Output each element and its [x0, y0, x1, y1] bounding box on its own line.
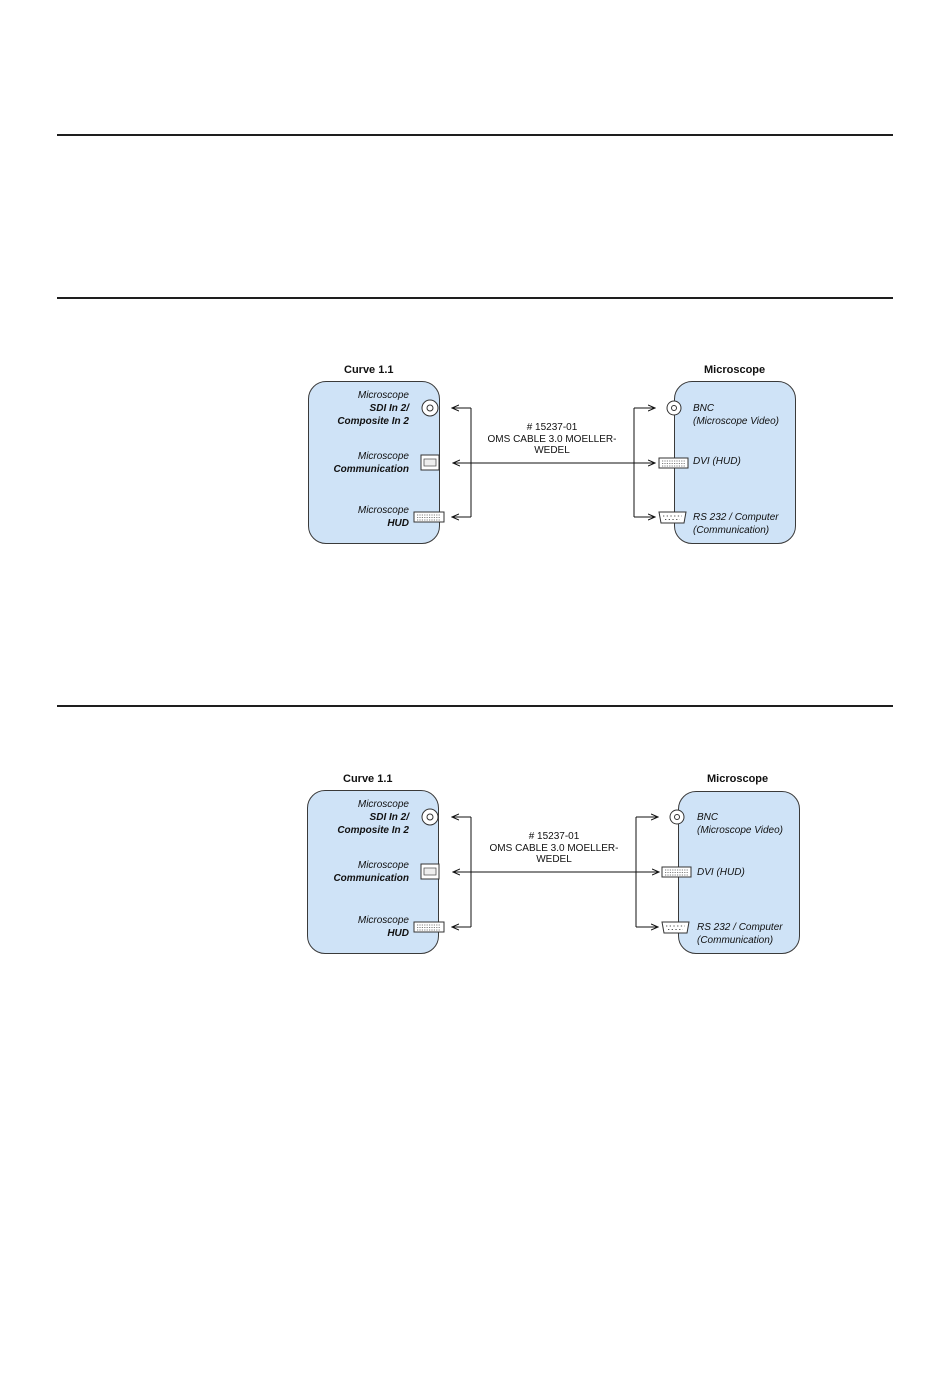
left-device-title: Curve 1.1 — [344, 364, 394, 376]
cable-wiring — [413, 808, 692, 934]
left-port-label-hud: Microscope HUD — [357, 915, 409, 939]
left-port-label-communication: Microscope Communication — [333, 451, 409, 475]
right-port-label-bnc: BNC (Microscope Video) — [697, 812, 783, 836]
cable-label: # 15237-01 OMS CABLE 3.0 MOELLER- WEDEL — [489, 831, 619, 865]
right-device-title: Microscope — [704, 364, 766, 376]
bnc-connector-icon — [421, 399, 439, 417]
connection-diagram: Curve 1.1 Microscope Microscope SDI In 2… — [0, 360, 950, 550]
left-device-title: Curve 1.1 — [343, 773, 393, 785]
right-port-label-bnc: BNC (Microscope Video) — [693, 403, 779, 427]
left-port-label-communication: Microscope Communication — [333, 860, 409, 884]
section-divider — [57, 705, 893, 707]
rs232-connector-icon — [658, 511, 687, 524]
usb-b-connector-icon — [420, 863, 440, 880]
right-port-label-rs232: RS 232 / Computer (Communication) — [693, 512, 779, 536]
dvi-connector-icon — [413, 511, 445, 523]
right-port-label-dvi: DVI (HUD) — [697, 867, 745, 878]
rs232-connector-icon — [661, 921, 690, 934]
left-port-label-video: Microscope SDI In 2/ Composite In 2 — [337, 799, 409, 836]
microscope-device-box — [674, 381, 796, 544]
dvi-connector-icon — [661, 866, 692, 878]
connection-diagram: Curve 1.1 Microscope Microscope SDI In 2… — [0, 770, 950, 960]
right-device-title: Microscope — [707, 773, 769, 785]
dvi-connector-icon — [413, 921, 445, 933]
left-port-label-hud: Microscope HUD — [357, 505, 409, 529]
right-port-label-rs232: RS 232 / Computer (Communication) — [697, 922, 783, 946]
right-port-label-dvi: DVI (HUD) — [693, 456, 741, 467]
bnc-connector-icon — [666, 400, 682, 416]
dvi-connector-icon — [658, 457, 689, 469]
cable-label: # 15237-01 OMS CABLE 3.0 MOELLER- WEDEL — [487, 422, 617, 456]
section-divider — [57, 134, 893, 136]
section-divider — [57, 297, 893, 299]
left-port-label-video: Microscope SDI In 2/ Composite In 2 — [337, 390, 409, 427]
cable-wiring — [413, 399, 689, 524]
bnc-connector-icon — [421, 808, 439, 826]
usb-b-connector-icon — [420, 454, 440, 471]
bnc-connector-icon — [669, 809, 685, 825]
microscope-device-box — [678, 791, 800, 954]
